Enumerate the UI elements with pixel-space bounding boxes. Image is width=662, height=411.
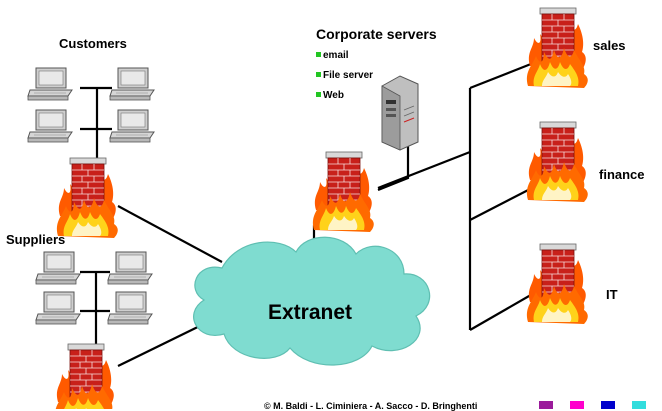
service-item-email: email	[316, 50, 349, 61]
firewall-finance-icon	[526, 121, 589, 203]
firewall-suppliers-icon	[54, 343, 117, 409]
service-web-label: Web	[323, 90, 344, 101]
service-item-web: Web	[316, 90, 344, 101]
footer-swatch-blue	[601, 401, 615, 409]
suppliers-label: Suppliers	[6, 232, 66, 247]
customers-label: Customers	[59, 36, 127, 51]
sales-label: sales	[593, 38, 626, 53]
it-label: IT	[606, 287, 618, 302]
finance-label: finance	[599, 167, 645, 182]
firewall-corporate-icon	[312, 151, 375, 233]
extranet-label: Extranet	[268, 301, 353, 324]
customer-computers	[27, 67, 155, 143]
bullet-icon	[316, 72, 321, 77]
footer-credit: © M. Baldi - L. Ciminiera - A. Sacco - D…	[264, 401, 478, 411]
service-email-label: email	[323, 50, 349, 61]
firewall-it-icon	[526, 243, 589, 325]
service-file-server-label: File server	[323, 70, 374, 81]
bullet-icon	[316, 52, 321, 57]
corporate-servers-label: Corporate servers	[316, 26, 437, 42]
service-item-file-server: File server	[316, 70, 373, 81]
network-links	[80, 60, 537, 367]
footer-swatch-cyan	[632, 401, 646, 409]
firewall-customers-icon	[56, 157, 119, 239]
firewall-sales-icon	[526, 7, 589, 89]
footer-swatch-purple	[539, 401, 553, 409]
server-icon	[381, 75, 419, 151]
supplier-computers	[35, 251, 153, 325]
extranet-cloud	[193, 236, 431, 366]
footer-swatch-magenta	[570, 401, 584, 409]
bullet-icon	[316, 92, 321, 97]
